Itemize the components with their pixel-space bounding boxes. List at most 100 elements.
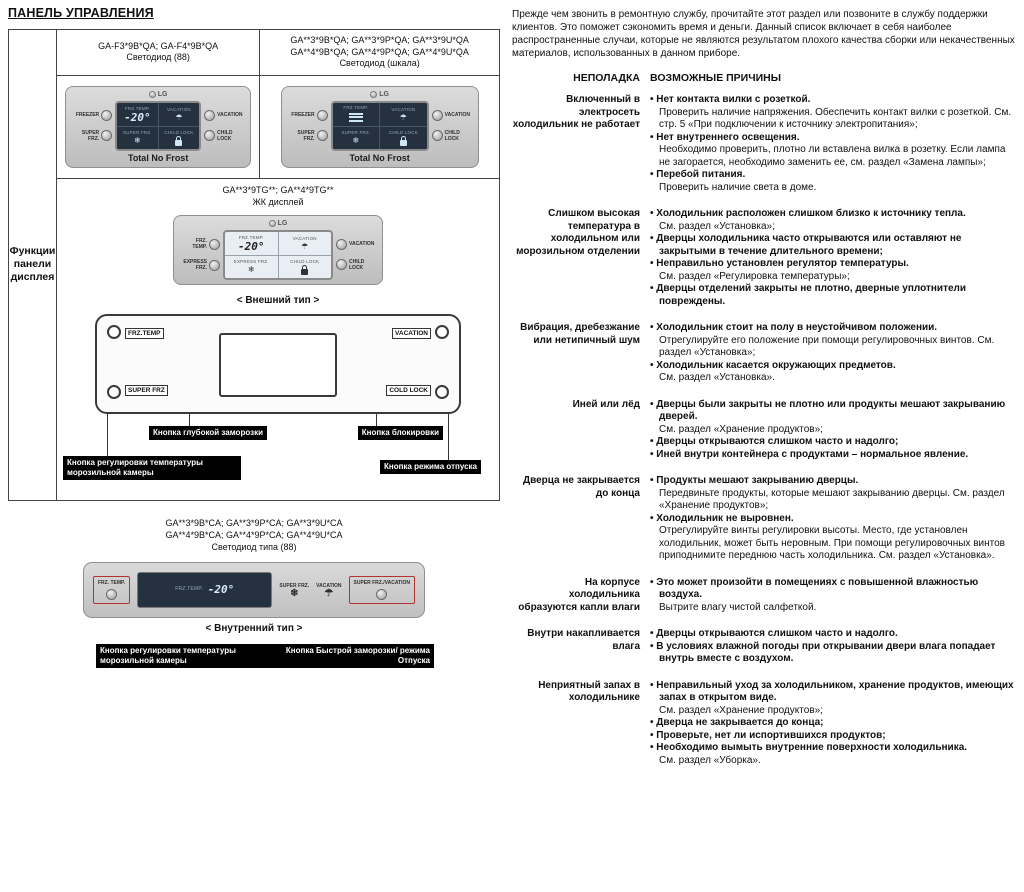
vacation-indicator: VACATION ☂ <box>316 582 342 599</box>
causes-column-header: ВОЗМОЖНЫЕ ПРИЧИНЫ <box>650 72 781 84</box>
issue-causes: • Неправильный уход за холодильником, хр… <box>650 680 1018 768</box>
cause-item: • Продукты мешают закрыванию дверцы.Пере… <box>650 475 1005 511</box>
cause-item: • Это может произойти в помещениях с пов… <box>650 576 979 613</box>
lock-icon <box>175 135 183 146</box>
troubleshooting-section: Прежде чем звонить в ремонтную службу, п… <box>512 8 1018 781</box>
control-panel-led-scale-image: LG FREEZER SUPER FRZ. <box>280 85 479 168</box>
super-frz-button <box>101 130 113 141</box>
issue-causes: • Холодильник расположен слишком близко … <box>650 208 1018 308</box>
cause-item: • Дверцы отделений закрыты не плотно, дв… <box>650 283 967 307</box>
issues-list: Включенный в электросеть холодильник не … <box>512 94 1018 767</box>
super-frz-button-label: SUPER FRZ. <box>297 129 315 142</box>
frz-temp-chip: FRZ.TEMP <box>125 327 164 339</box>
child-lock-button-group: CHILD LOCK <box>336 259 376 271</box>
display-vacation-cell: VACATION ☂ <box>158 102 200 126</box>
freezer-button-group: FREEZER <box>288 109 328 121</box>
issue-problem: Иней или лёд <box>572 398 640 410</box>
models-text: GA**4*9B*CA; GA**4*9P*CA; GA**4*9U*CA <box>165 529 343 540</box>
super-frz-indicator: SUPER FRZ. ❄ <box>279 583 309 599</box>
display-childlock-cell: CHILD LOCK <box>380 127 427 149</box>
intro-paragraph: Прежде чем звонить в ремонтную службу, п… <box>512 9 1015 59</box>
callout-line <box>107 413 108 456</box>
external-type-label: < Внешний тип > <box>236 294 320 306</box>
frz-temp-button <box>107 324 121 339</box>
cause-item: • Проверьте, нет ли испортившихся продук… <box>650 729 886 741</box>
control-panel-lcd-image: LG FRZ. TEMP. EXPRESS FRZ. <box>173 214 383 285</box>
super-frz-button <box>107 384 121 399</box>
cause-item: • Иней внутри контейнера с продуктами – … <box>650 448 969 460</box>
super-frz-button-group: SUPER FRZ. <box>288 130 328 142</box>
lg-logo-text: LG <box>379 91 389 98</box>
temperature-readout: -20° <box>238 239 265 253</box>
left-buttons: FREEZER SUPER FRZ. <box>72 109 113 142</box>
issue-problem: На корпусе холодильника образуются капли… <box>518 576 640 613</box>
right-buttons: VACATION CHILD LOCK <box>336 238 376 271</box>
issue-row: Дверца не закрывается до конца • Продукты… <box>512 475 1018 563</box>
vacation-button-label: VACATION <box>349 241 375 247</box>
display-childlock-cell: CHILD LOCK <box>278 255 331 278</box>
child-lock-label: CHILD LOCK <box>164 129 194 135</box>
freezer-button <box>316 109 328 121</box>
panel-body: FRZ. TEMP. EXPRESS FRZ. FRZ. <box>180 229 376 280</box>
vacation-label: VACATION <box>391 106 416 112</box>
frz-temp-button-label: FRZ. TEMP. <box>98 579 126 586</box>
express-frz-button-label: EXPRESS FRZ. <box>183 259 207 271</box>
issue-causes: • Нет контакта вилки с розеткой.Проверит… <box>650 94 1018 194</box>
lg-logo: LG <box>288 90 472 100</box>
superfrz-vacation-callout: Кнопка Быстрой заморозки/ режима Отпуска <box>274 643 434 668</box>
internal-control-panel-image: FRZ. TEMP. FRZ.TEMP. -20° SUPER FRZ. ❄ V… <box>83 561 425 618</box>
issue-row: Внутри накапливается влага• Дверцы откры… <box>512 628 1018 666</box>
issue-problem: Дверца не закрывается до конца <box>522 475 640 499</box>
snowflake-icon: ❄ <box>352 136 360 146</box>
super-frz-label: SUPER FRZ. <box>341 130 371 136</box>
vacation-button-label: VACATION <box>217 112 243 118</box>
frz-temp-button-label: FRZ. TEMP. <box>192 238 207 250</box>
cause-item: • Дверца не закрывается до конца; <box>650 717 824 728</box>
child-lock-button <box>431 130 443 141</box>
cause-item: • Дверцы открываются слишком часто и над… <box>650 436 899 447</box>
left-buttons: FRZ. TEMP. EXPRESS FRZ. <box>180 238 220 271</box>
umbrella-icon: ☂ <box>399 112 407 122</box>
display-type-text: Светодиод типа (88) <box>211 541 297 552</box>
panel-cell-led88: LG FREEZER SUPER FRZ. <box>57 75 261 178</box>
super-frz-vacation-button-label: SUPER FRZ./VACATION <box>353 579 410 586</box>
snowflake-icon: ❄ <box>290 587 299 599</box>
led-display: FRZ.TEMP. -20° <box>137 571 273 608</box>
frz-temp-label: FRZ.TEMP. <box>238 234 264 240</box>
lcd-model-header: GA**3*9TG**; GA**4*9TG** ЖК дисплей <box>57 179 499 211</box>
child-lock-button-group: CHILD LOCK <box>204 130 244 142</box>
frz-temp-label: FRZ.TEMP. <box>124 105 150 111</box>
external-type-diagram: FRZ.TEMP VACATION SUPER FRZ COLD LOCK Кн… <box>61 310 495 498</box>
deep-freeze-callout: Кнопка глубокой заморозки <box>149 425 268 440</box>
model-cell-led-scale: GA**3*9B*QA; GA**3*9P*QA; GA**3*9U*QA GA… <box>260 30 499 75</box>
express-frz-button-group: EXPRESS FRZ. <box>180 259 220 271</box>
vacation-label: VACATION <box>316 582 342 589</box>
temperature-readout: -20° <box>124 110 151 124</box>
lg-logo-icon <box>268 220 276 227</box>
freezer-temp-callout: Кнопка регулировки температуры морозильн… <box>96 643 274 668</box>
issue-causes: • Дверцы были закрыты не плотно или прод… <box>650 399 1018 462</box>
panel-cell-led-scale: LG FREEZER SUPER FRZ. <box>260 76 499 178</box>
issue-row: Слишком высокая температура в холодильно… <box>512 208 1018 308</box>
vacation-button-group: VACATION <box>336 238 376 250</box>
lcd-panel-row: LG FRZ. TEMP. EXPRESS FRZ. <box>57 211 499 293</box>
temperature-readout: -20° <box>207 583 235 596</box>
issue-row: Иней или лёд • Дверцы были закрыты не пло… <box>512 399 1018 462</box>
display-vacation-cell: VACATION ☂ <box>278 231 331 255</box>
issue-problem: Включенный в электросеть холодильник не … <box>512 94 640 130</box>
control-panel-led88-image: LG FREEZER SUPER FRZ. <box>65 85 252 168</box>
led-scale-display: FRZ.TEMP. VACATION ☂ SUPER FRZ. <box>330 100 429 151</box>
vacation-button <box>435 324 449 339</box>
super-frz-label: SUPER FRZ. <box>123 130 152 135</box>
super-frz-button-label: SUPER FRZ. <box>81 129 100 142</box>
umbrella-icon: ☂ <box>324 587 334 599</box>
display-vacation-cell: VACATION ☂ <box>380 102 427 126</box>
lg-logo-icon <box>148 91 156 98</box>
express-frz-label: EXPRESS FRZ. <box>233 259 269 264</box>
display-scale-cell: FRZ.TEMP. <box>332 102 380 126</box>
super-frz-vacation-button <box>376 588 388 600</box>
freezer-button-label: FREEZER <box>75 112 100 118</box>
cause-item: • Холодильник стоит на полу в неустойчив… <box>650 322 995 358</box>
cold-lock-button <box>435 384 449 399</box>
